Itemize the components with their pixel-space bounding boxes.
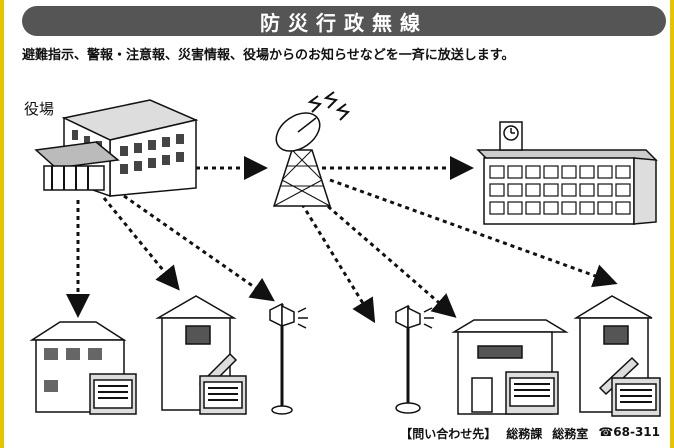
arrow-office-to-house-2 xyxy=(102,197,180,291)
house-icon xyxy=(573,295,661,417)
house-icon xyxy=(155,295,247,415)
arrow-tower-to-house-4 xyxy=(329,178,618,288)
title-bar: 防災行政無線 xyxy=(22,6,666,36)
house-icon xyxy=(451,319,569,415)
arrow-office-to-speaker-1 xyxy=(123,194,275,302)
contact-dept: 総務課 xyxy=(506,427,543,441)
arrow-tower-to-speaker-2 xyxy=(300,203,376,324)
house-icon xyxy=(29,321,137,415)
town-hall-icon xyxy=(34,99,199,198)
town-hall-label: 役場 xyxy=(24,100,55,118)
contact-room: 総務室 xyxy=(552,427,589,441)
antenna-tower-icon xyxy=(272,91,351,207)
contact-phone: ☎68-311 xyxy=(598,425,660,439)
outdoor-speaker-icon xyxy=(395,304,434,414)
outdoor-speaker-icon xyxy=(269,302,308,415)
broadcast-arrows xyxy=(66,156,618,324)
page-title: 防災行政無線 xyxy=(260,10,428,35)
arrow-tower-to-house-3 xyxy=(315,194,457,318)
contact-label: 【問い合わせ先】 xyxy=(400,427,497,441)
contact-info: 【問い合わせ先】 総務課 総務室 ☎68-311 xyxy=(400,425,660,442)
page-subtitle: 避難指示、警報・注意報、災害情報、役場からのお知らせなどを一斉に放送します。 xyxy=(22,48,515,63)
school-icon xyxy=(476,121,658,225)
